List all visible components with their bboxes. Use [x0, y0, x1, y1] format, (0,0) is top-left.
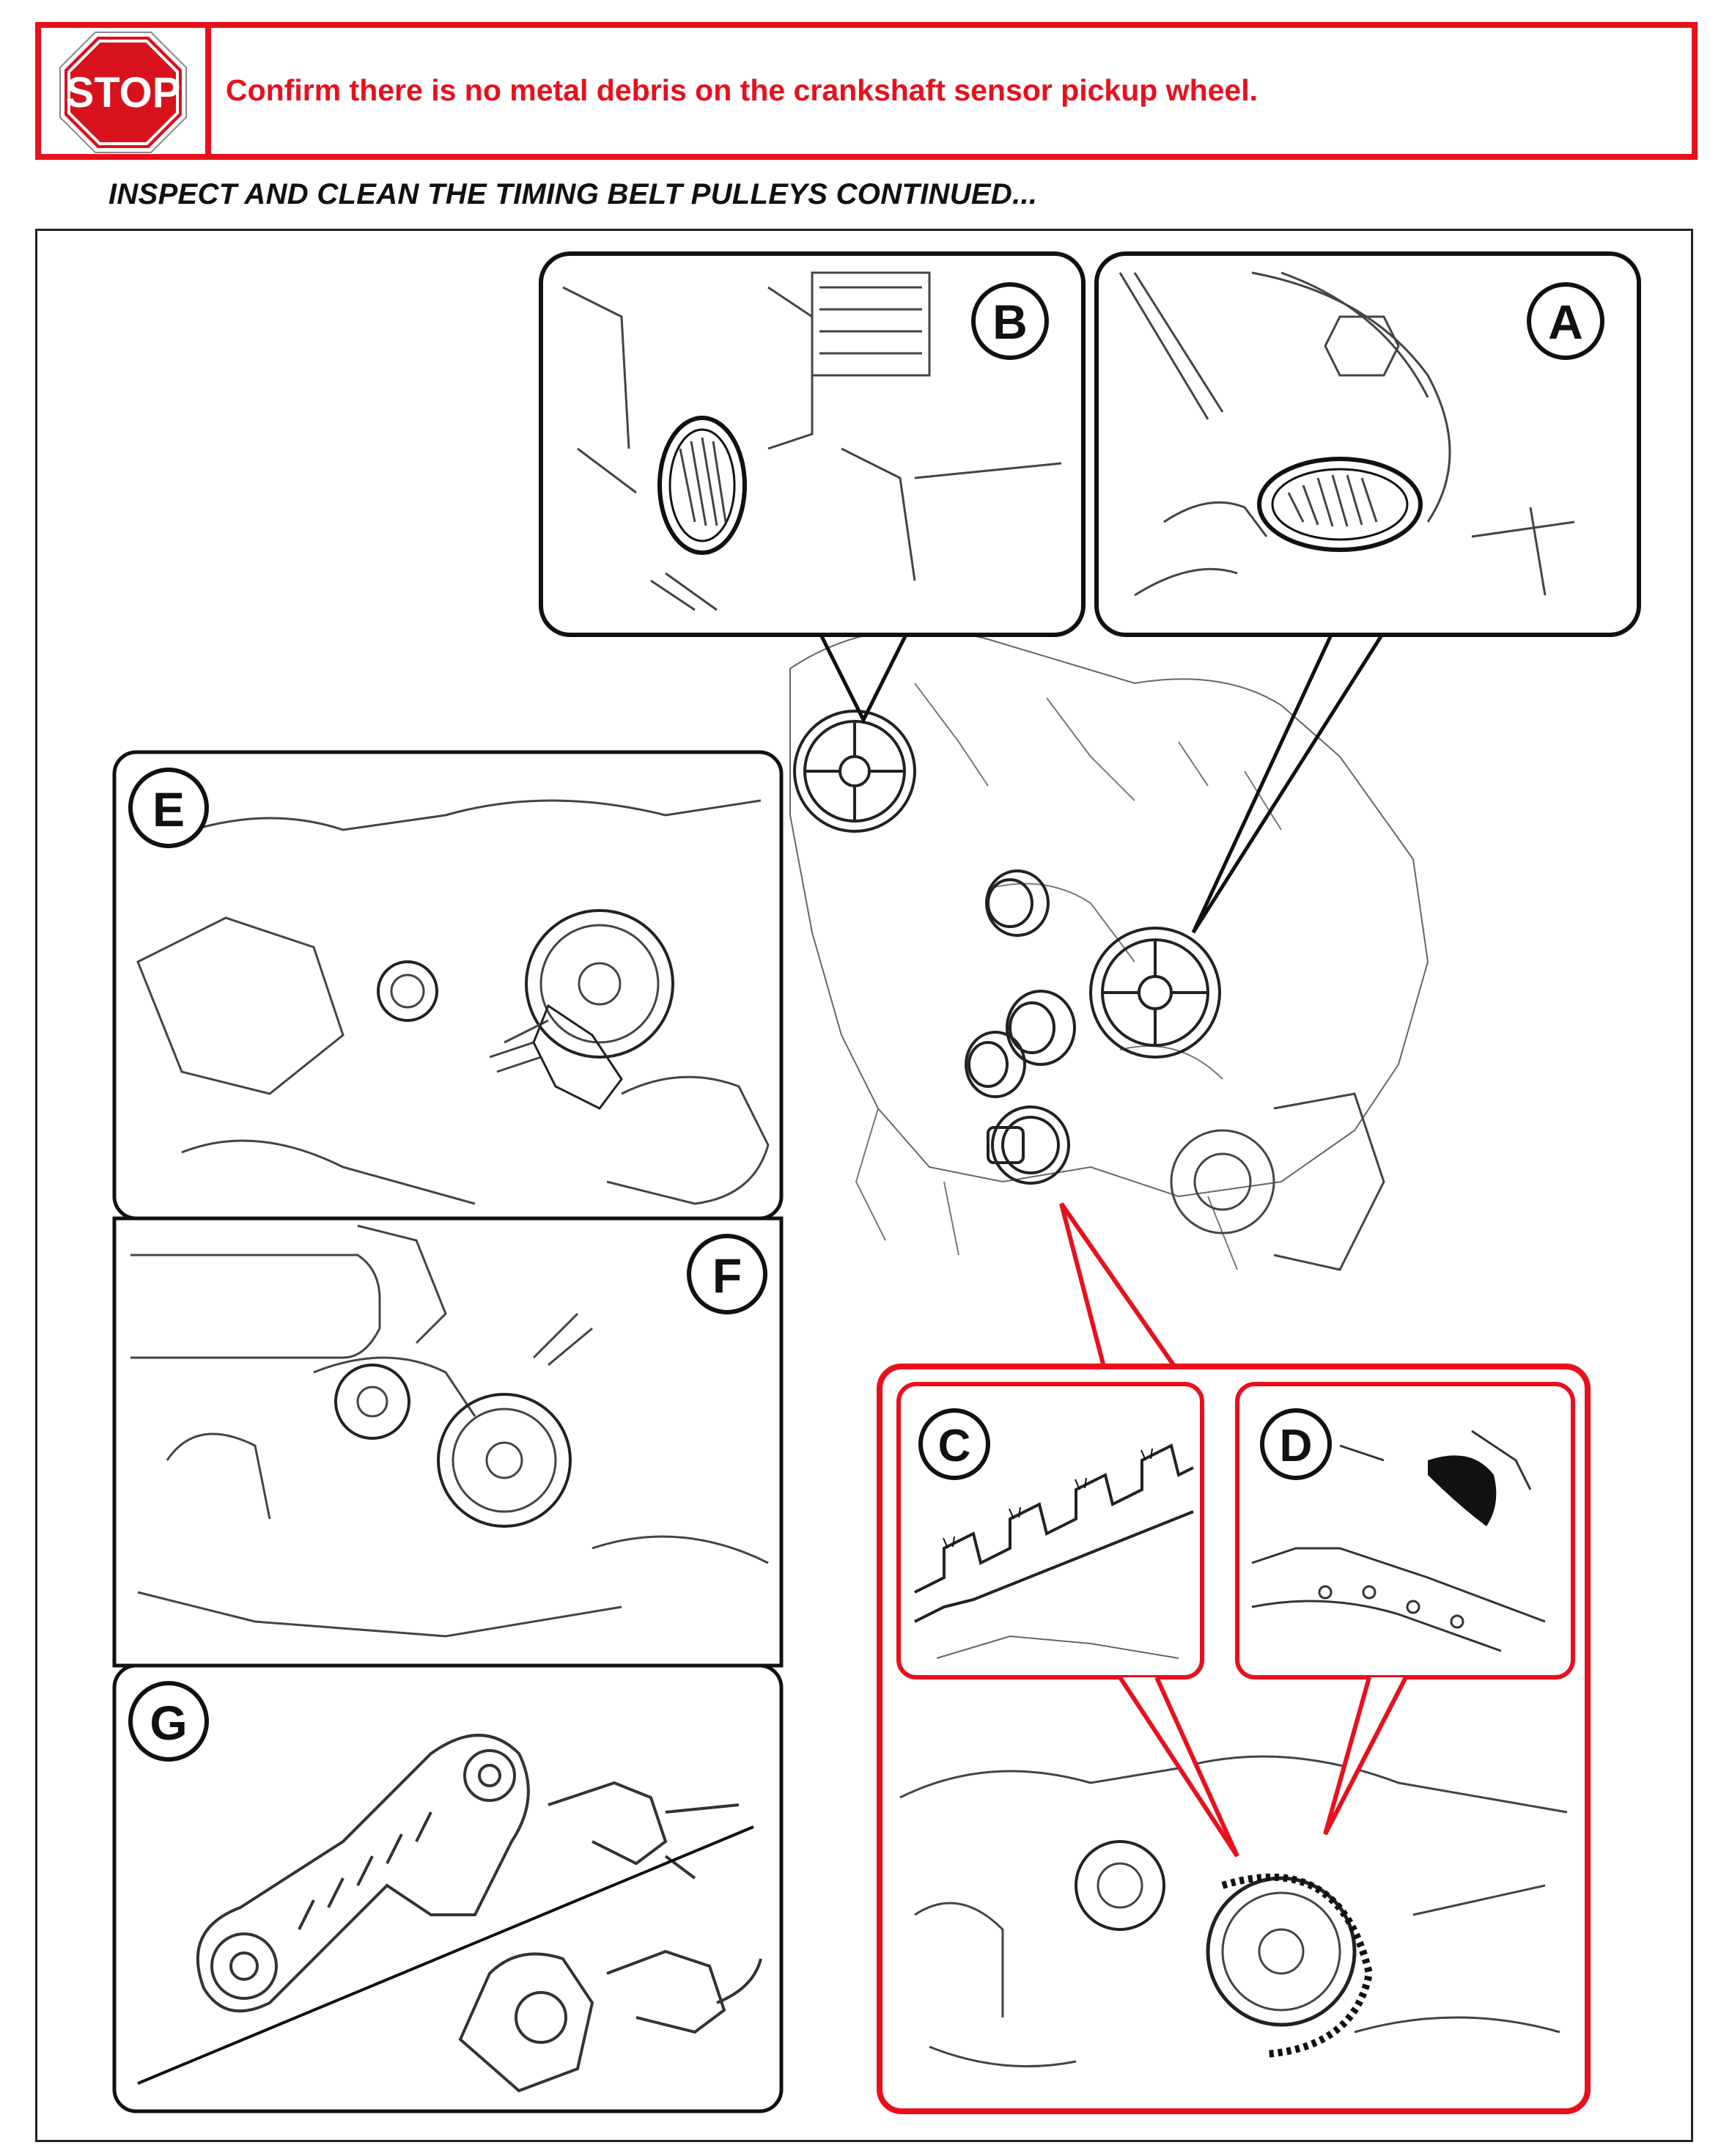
callout-label-f: F [712, 1248, 742, 1303]
warning-divider [205, 22, 211, 160]
stop-sign-label: STOP [66, 69, 181, 117]
callout-label-g: G [150, 1696, 187, 1750]
cam-pulley-b [793, 710, 916, 833]
figure-frame [35, 229, 1693, 2142]
cam-pulley-a [1089, 927, 1221, 1059]
callout-label-c: C [938, 1421, 971, 1471]
callout-pointers [817, 630, 1386, 934]
timing-belt-illustration: B A [112, 251, 1641, 2114]
red-callout-pointer [1059, 1202, 1181, 1374]
section-title: INSPECT AND CLEAN THE TIMING BELT PULLEY… [108, 178, 1038, 210]
inset-a: A [1094, 251, 1641, 637]
stop-sign-icon: STOP [57, 29, 189, 155]
callout-label-d: D [1280, 1421, 1313, 1471]
stop-warning-box [35, 22, 1698, 160]
callout-label-e: E [152, 782, 185, 836]
warning-message: Confirm there is no metal debris on the … [226, 73, 1258, 107]
callout-label-b: B [992, 295, 1028, 349]
inset-crank-sensor-group: C D [877, 1364, 1591, 2114]
engine-drawing [789, 628, 1429, 1271]
inset-b: B [539, 251, 1086, 637]
idler-pulleys [965, 869, 1076, 1098]
callout-label-a: A [1548, 295, 1583, 349]
crankshaft-pulley [987, 1105, 1070, 1185]
inset-e: E [112, 750, 784, 1221]
inset-f: F [112, 1216, 784, 1668]
inset-g: G [112, 1663, 784, 2113]
